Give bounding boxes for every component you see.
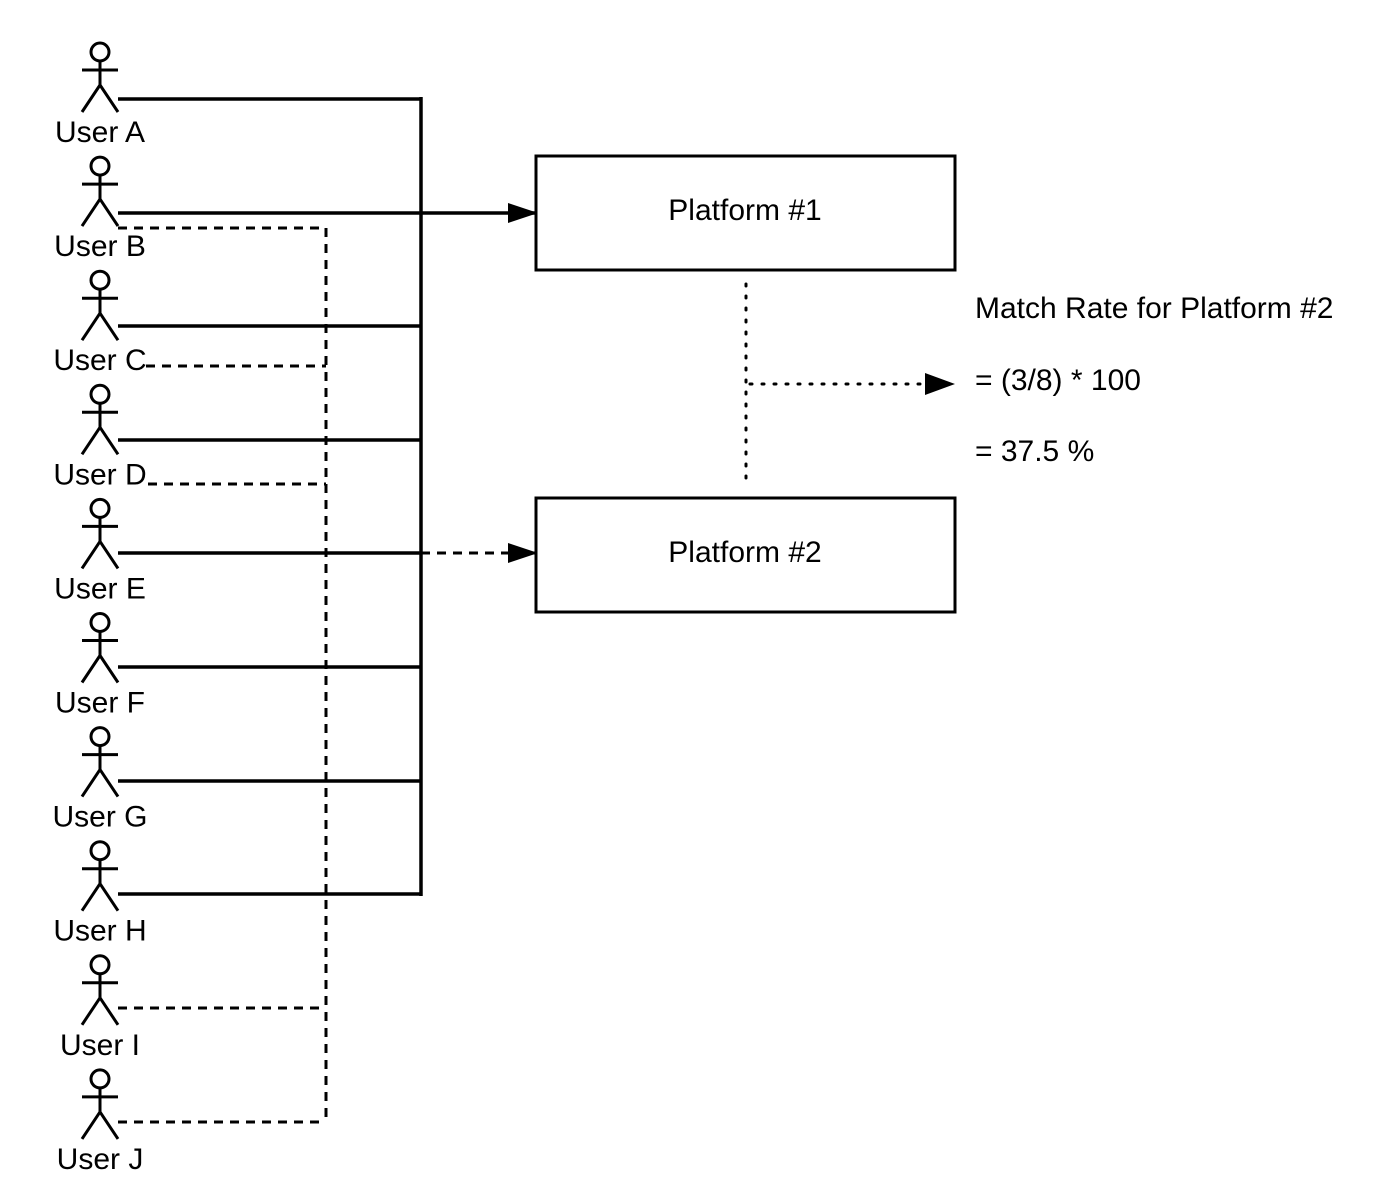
match-rate-result: = 37.5 % (975, 435, 1094, 468)
user-label: User E (54, 572, 146, 605)
platform-1-label: Platform #1 (668, 194, 821, 227)
actor-user-e: User E (54, 497, 146, 605)
platform-2-box: Platform #2 (534, 496, 957, 614)
person-icon (80, 41, 120, 113)
match-rate-pointer (744, 282, 930, 488)
user-label: User C (53, 344, 146, 377)
user-label: User F (55, 687, 145, 720)
platform-1-connectors (118, 97, 538, 896)
person-icon (80, 954, 120, 1026)
user-label: User B (54, 230, 146, 263)
platform-2-label: Platform #2 (668, 536, 821, 569)
platform-2-connectors (118, 226, 538, 1124)
actor-user-h: User H (53, 840, 147, 948)
actor-user-b: User B (54, 155, 146, 263)
person-icon (80, 383, 120, 456)
actor-user-c: User C (53, 269, 147, 377)
actor-user-i: User I (60, 954, 140, 1062)
actor-user-j: User J (57, 1068, 144, 1176)
note-arrowhead (925, 373, 955, 395)
actor-user-g: User G (52, 726, 148, 834)
user-label: User I (60, 1029, 140, 1062)
match-rate-title: Match Rate for Platform #2 (975, 292, 1333, 325)
match-rate-note: Match Rate for Platform #2 = (3/8) * 100… (975, 292, 1333, 468)
actor-user-a: User A (55, 41, 145, 149)
user-label: User H (53, 915, 146, 948)
match-rate-formula: = (3/8) * 100 (975, 364, 1141, 397)
person-icon (80, 269, 120, 342)
user-label: User D (53, 458, 146, 491)
person-icon (80, 155, 120, 227)
actor-user-f: User F (55, 612, 145, 720)
user-actors: User A User B User C User D User E User F User… (52, 41, 148, 1176)
platform-1-box: Platform #1 (534, 154, 957, 272)
person-icon (80, 1068, 120, 1140)
actor-user-d: User D (53, 383, 147, 491)
person-icon (80, 497, 120, 570)
person-icon (80, 726, 120, 798)
user-label: User A (55, 116, 145, 149)
user-label: User J (57, 1143, 144, 1176)
user-label: User G (52, 801, 147, 834)
person-icon (80, 612, 120, 684)
person-icon (80, 840, 120, 912)
